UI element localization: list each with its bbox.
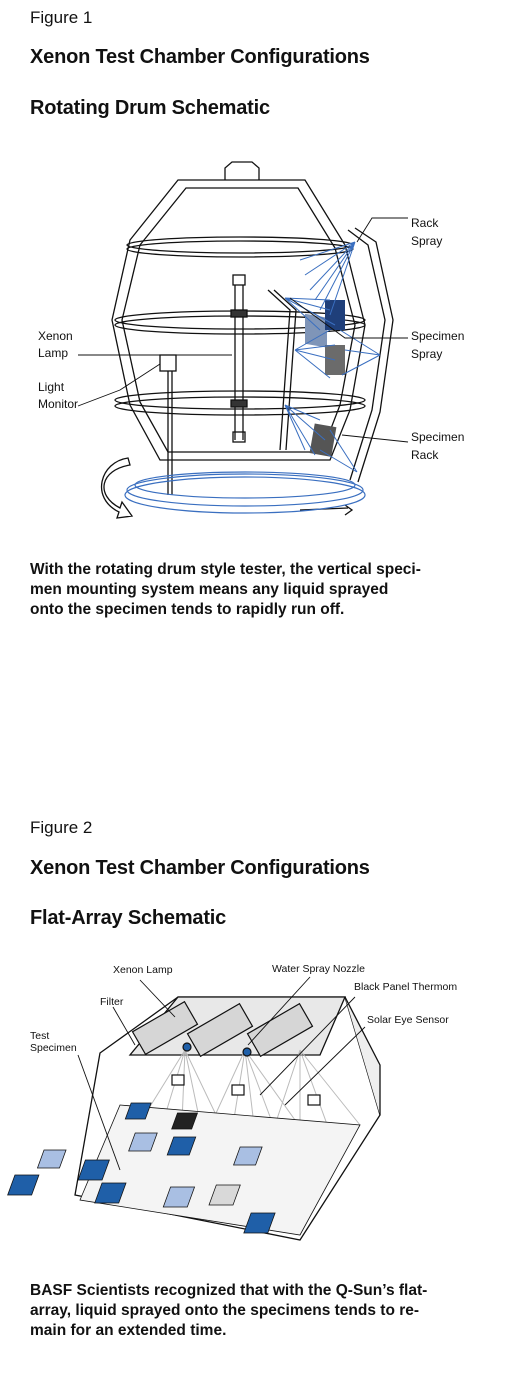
lamp-3 (246, 1002, 314, 1058)
test-specimen-label-1: Test (30, 1030, 49, 1042)
figure-1-subtitle: Rotating Drum Schematic (30, 97, 270, 119)
light-monitor-leader (77, 363, 161, 407)
xenon-lamp-label: Xenon Lamp (113, 964, 173, 976)
base-plate (126, 473, 364, 507)
figure-2-label: Figure 2 (30, 818, 93, 837)
figure-1-caption-line: With the rotating drum style tester, the… (30, 561, 421, 578)
black-panel-leader (259, 996, 356, 1096)
flat-array-diagram: Xenon Lamp Water Spray Nozzle Black Pane… (7, 963, 457, 1241)
specimen-rack-leader (341, 434, 409, 443)
xenon-lamp-leader-2 (139, 979, 176, 1018)
xenon-lamp-label-1: Xenon (38, 329, 73, 343)
figure-2-caption: BASF Scientists recognized that with the… (30, 1281, 470, 1341)
xenon-lamp-label-2: Lamp (38, 346, 68, 360)
specimen-spray-label-2: Spray (411, 347, 442, 361)
black-panel-label: Black Panel Thermom (354, 981, 457, 993)
filter-label: Filter (100, 996, 124, 1008)
light-monitor-label-2: Monitor (38, 397, 78, 411)
filter-leader (112, 1006, 136, 1046)
rack-spray-label-1: Rack (411, 216, 439, 230)
light-monitor-label-1: Light (38, 380, 65, 394)
drum-ring-lower (114, 390, 366, 410)
xenon-lamp-top (232, 274, 246, 286)
light-monitor (159, 354, 177, 372)
figure-2-caption-line: BASF Scientists recognized that with the… (30, 1282, 428, 1299)
figure-1-title: Xenon Test Chamber Configurations (30, 46, 370, 68)
figure-1-caption: With the rotating drum style tester, the… (30, 560, 470, 620)
rack-spray-label-2: Spray (411, 234, 442, 248)
specimen-spray-label-1: Specimen (411, 329, 464, 343)
figure-2-subtitle: Flat-Array Schematic (30, 907, 227, 929)
spray-nozzle-1 (182, 1042, 192, 1052)
figure-2-caption-line: array, liquid sprayed onto the specimens… (30, 1302, 420, 1319)
lamp-housings (131, 1000, 321, 1106)
figure-1-label: Figure 1 (30, 8, 93, 27)
sensor-box-1 (171, 1074, 185, 1086)
specimen-spray-leader (289, 297, 408, 339)
test-specimen-label-2: Specimen (30, 1042, 77, 1054)
drum-ring-top (126, 236, 354, 254)
drum-top-cap (224, 161, 260, 180)
rotation-arrow-left (100, 457, 134, 519)
water-spray-nozzle-label: Water Spray Nozzle (272, 963, 365, 975)
sensor-box-2 (231, 1084, 245, 1096)
figure-1-caption-line: men mounting system means any liquid spr… (30, 581, 389, 598)
test-specimen-leader (77, 1054, 121, 1171)
specimen-grid (7, 1102, 361, 1236)
water-spray-leader (247, 976, 311, 1046)
figure-2-caption-line: main for an extended time. (30, 1322, 227, 1339)
figure-2-title: Xenon Test Chamber Configurations (30, 857, 370, 879)
spray-lines (284, 241, 381, 473)
spray-nozzle-2 (242, 1047, 252, 1057)
lamp-1 (131, 1000, 199, 1056)
drum-body (111, 179, 366, 461)
specimen-rack-label-1: Specimen (411, 430, 464, 444)
figure-1-caption-line: onto the specimen tends to rapidly run o… (30, 601, 345, 618)
sensor-box-3 (307, 1094, 321, 1106)
rack-spray-leader (356, 217, 408, 243)
solar-eye-label: Solar Eye Sensor (367, 1014, 449, 1026)
solar-eye-leader (284, 1026, 366, 1106)
lamp-2 (186, 1002, 254, 1058)
drum-right-frame (347, 229, 386, 481)
rotating-drum-diagram: Rack Spray Xenon Lamp Light Monitor Spec… (38, 161, 464, 519)
specimen-rack-label-2: Rack (411, 448, 439, 462)
